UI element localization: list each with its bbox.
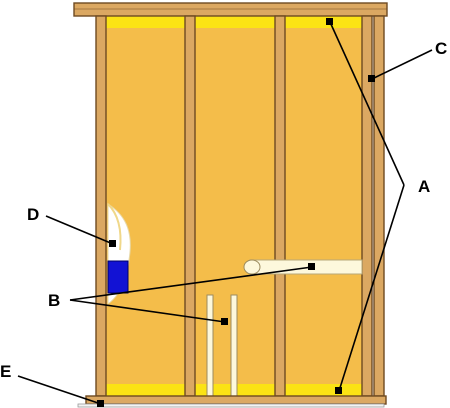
horizontal-pipe [249,259,363,275]
electrical-box [107,260,129,294]
endpoint-c [368,75,375,82]
endpoint-b-pipe [308,263,315,270]
leader-a-bottom [338,184,405,392]
leader-e [17,375,102,405]
leader-c [371,49,433,80]
endpoint-d [109,240,116,247]
label-b: B [48,291,60,310]
insulation-split-edge [107,203,122,251]
stud-2 [184,15,196,397]
label-c: C [435,39,447,58]
leader-a-top [329,21,405,186]
bottom-plate [85,395,387,405]
leader-lines [17,21,433,405]
label-d: D [27,205,39,224]
label-e: E [0,362,11,381]
endpoint-e [97,400,104,407]
leader-endpoints [97,18,375,407]
top-plate [73,2,388,17]
stud-3 [274,15,286,397]
leader-b-vertical [69,299,226,323]
leader-d [45,215,114,245]
insulation-top-band [106,16,370,28]
label-a: A [418,177,430,196]
leader-b-pipe [69,266,313,301]
endpoint-b-vertical [221,318,228,325]
stud-right [373,15,385,397]
stud-left [95,15,107,397]
endpoint-a-top [326,18,333,25]
endpoint-a-bottom [335,387,342,394]
vertical-pipe-left [206,294,214,397]
vertical-pipe-right [230,294,238,397]
stud-4 [361,15,373,397]
insulation-bottom-band [106,384,370,396]
horizontal-pipe-end [243,259,261,275]
subfloor-strip [77,403,385,408]
insulation-batts [106,16,370,396]
